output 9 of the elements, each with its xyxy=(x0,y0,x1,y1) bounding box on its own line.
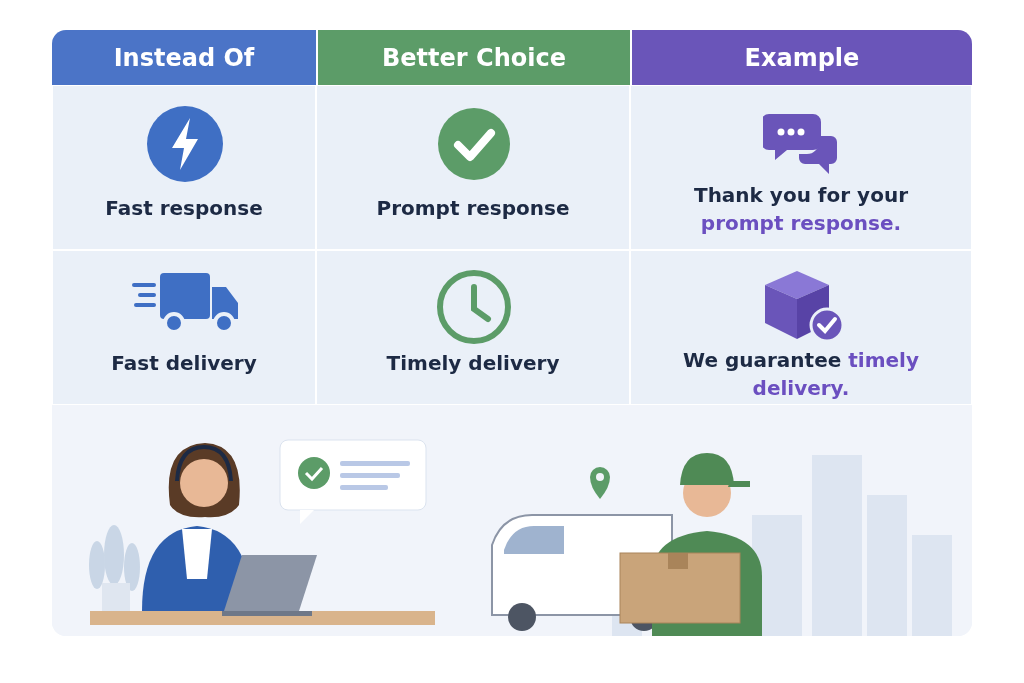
cell-text: Fast response xyxy=(104,195,264,222)
cell-text: We guarantee timely delivery. xyxy=(682,347,920,402)
cell-text: Prompt response xyxy=(375,195,571,222)
column-header: Instead Of xyxy=(52,30,316,85)
cell-text: Timely delivery xyxy=(385,350,561,377)
cell-text: Thank you for your prompt response. xyxy=(693,182,909,237)
cell-text: Fast delivery xyxy=(110,350,258,377)
column-header: Example xyxy=(630,30,972,85)
column-header: Better Choice xyxy=(316,30,630,85)
